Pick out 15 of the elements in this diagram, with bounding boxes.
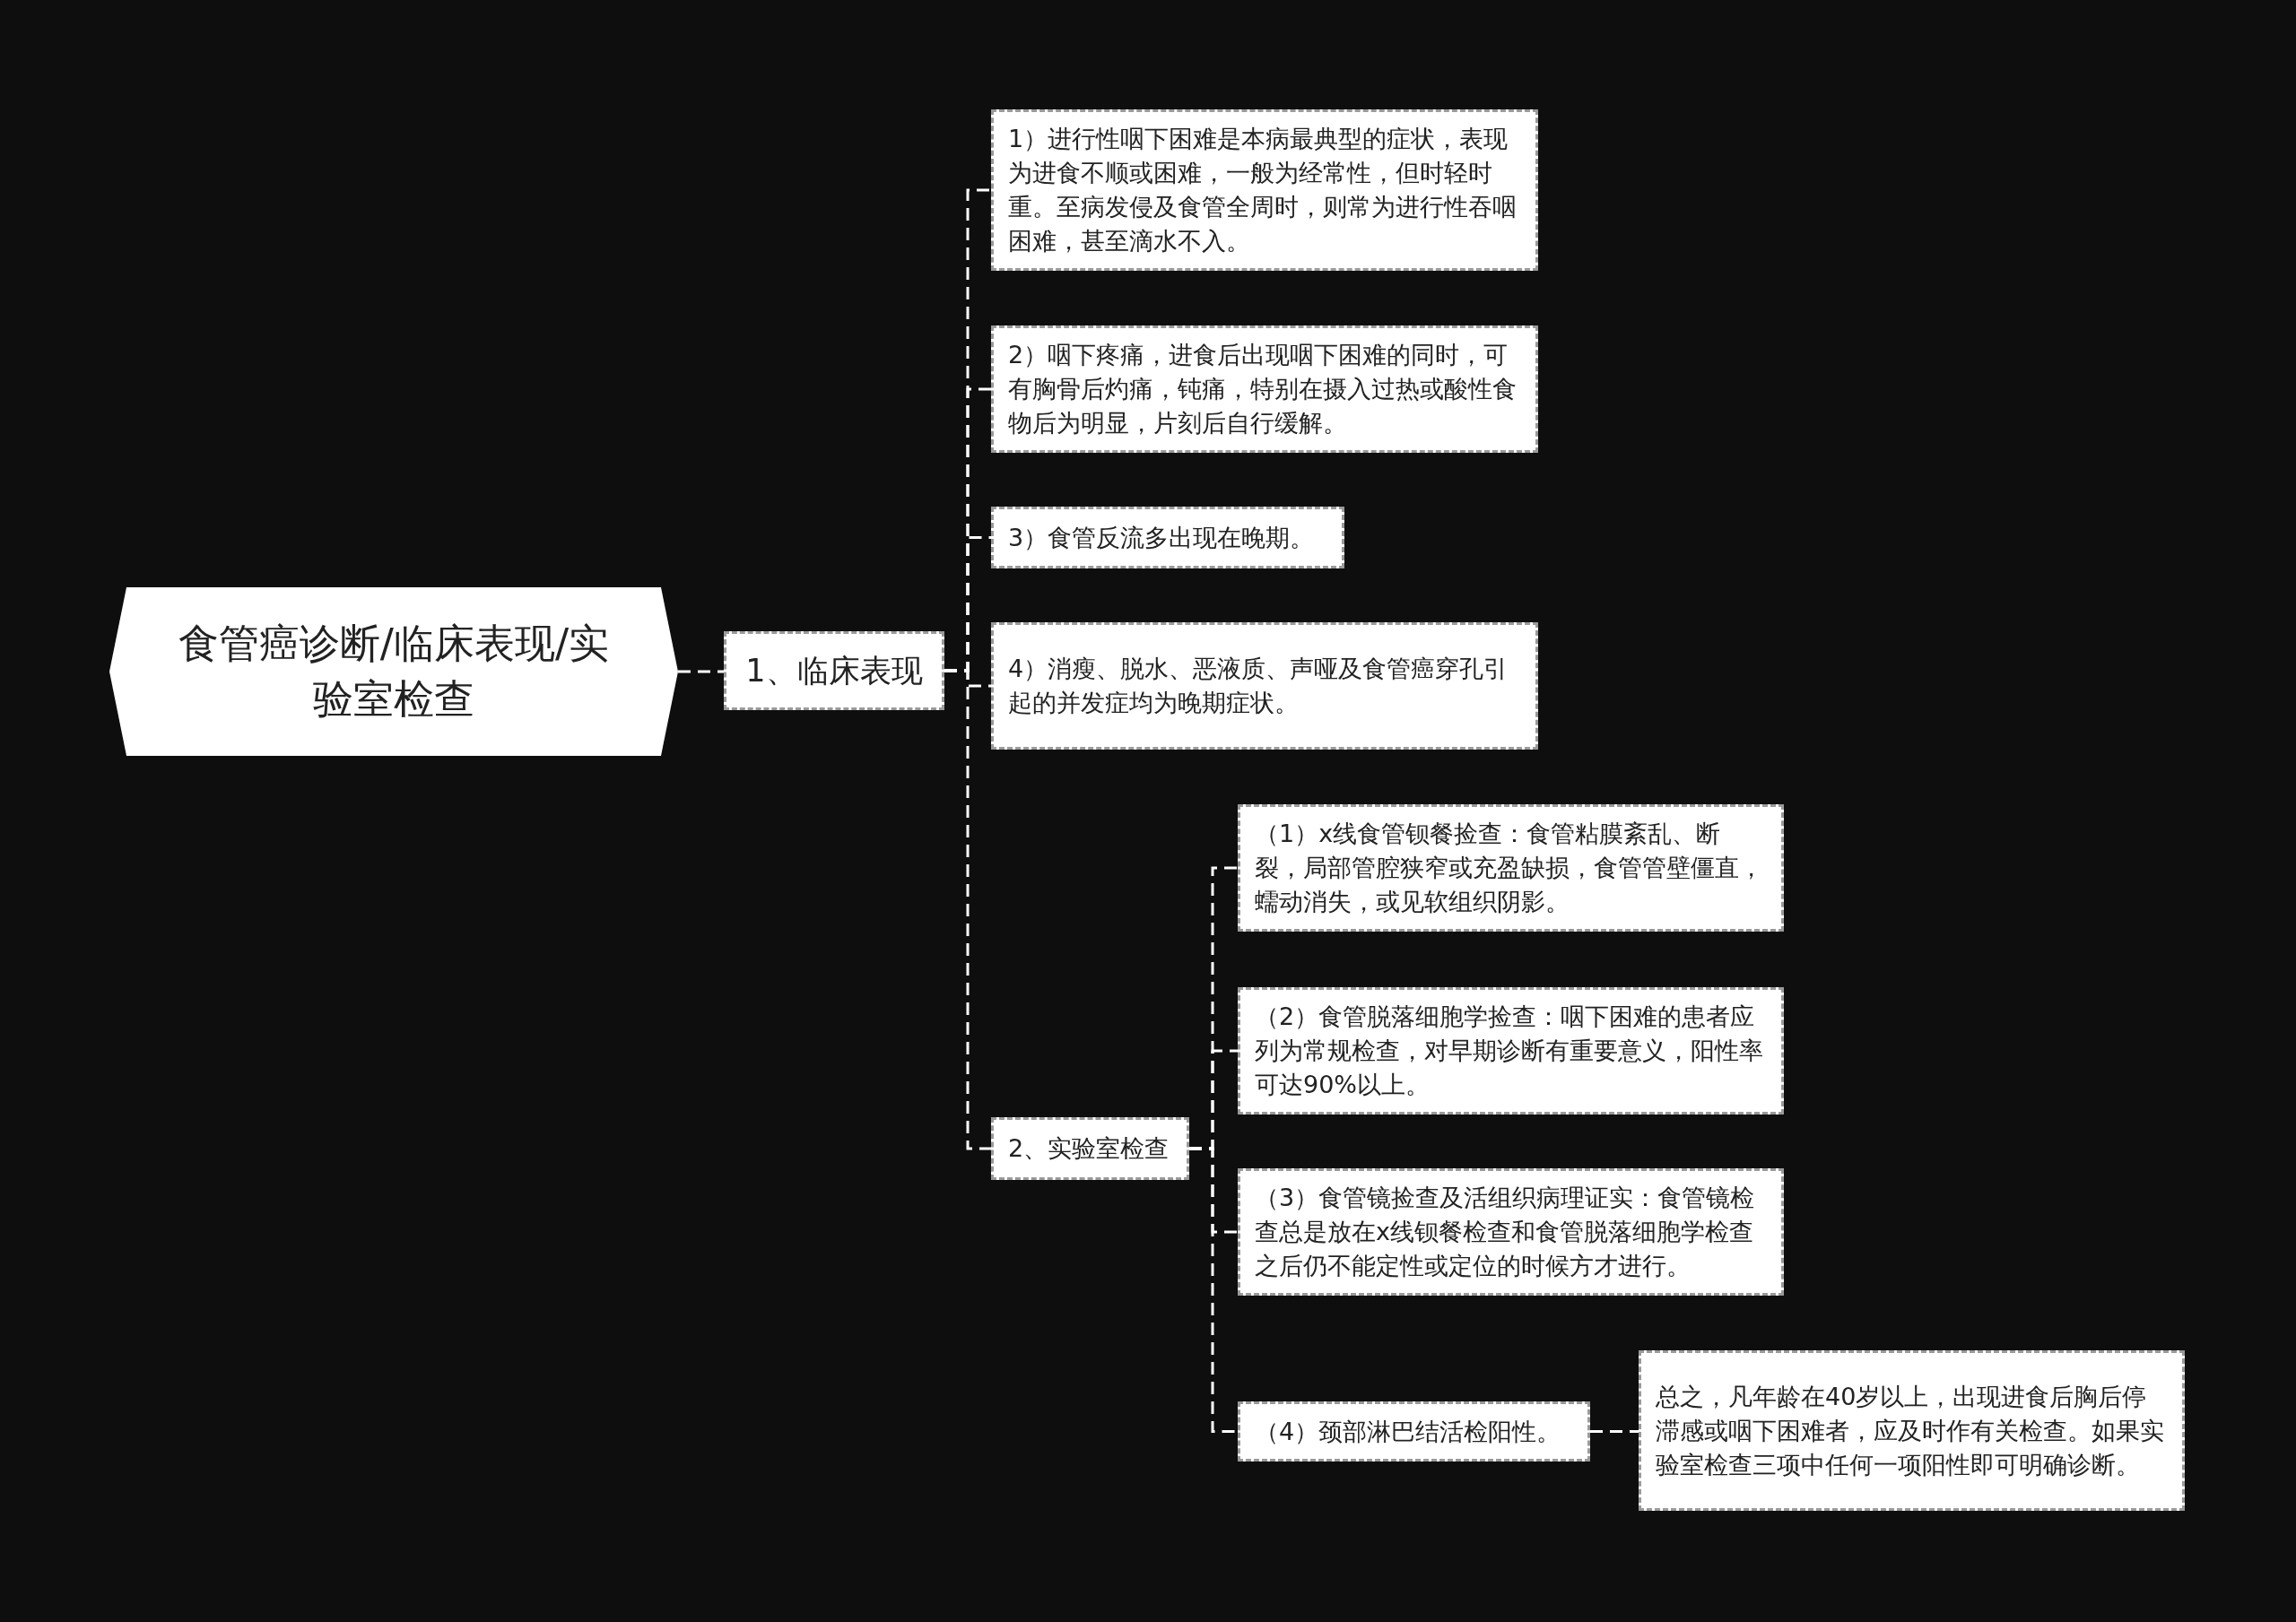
text-box: 4）消瘦、脱水、恶液质、声哑及食管癌穿孔引起的并发症均为晚期症状。 — [991, 622, 1538, 750]
text-box: （1）x线食管钡餐捡查：食管粘膜紊乱、断裂，局部管腔狭窄或充盈缺损，食管管壁僵直，蠕动消失，或见软组织阴影。 — [1238, 804, 1784, 932]
text-box: （3）食管镜捡查及活组织病理证实：食管镜检查总是放在x线钡餐检查和食管脱落细胞学检查之后仍不能定性或定位的时候方才进行。 — [1238, 1168, 1784, 1296]
text-box: 总之，凡年龄在40岁以上，出现进食后胸后停滞感或咽下困难者，应及时作有关检查。如果实验室检查三项中任何一项阳性即可明确诊断。 — [1639, 1350, 2185, 1511]
connector-line — [944, 669, 991, 1150]
connector-line — [678, 670, 724, 673]
text-box: （2）食管脱落细胞学捡查：咽下困难的患者应列为常规检查，对早期诊断有重要意义，阳性率可达90%以上。 — [1238, 987, 1784, 1115]
text-box: 2、实验室检查 — [991, 1117, 1189, 1180]
text-box: （4）颈部淋巴结活检阳性。 — [1238, 1401, 1590, 1462]
text-box: 1）进行性咽下困难是本病最典型的症状，表现为进食不顺或困难，一般为经常性，但时轻时重。至病发侵及食管全周时，则常为进行性吞咽困难，甚至滴水不入。 — [991, 109, 1538, 271]
connector-line — [1590, 1430, 1639, 1433]
branch-box: 1、临床表现 — [724, 631, 944, 710]
text-box: 2）咽下疼痛，进食后出现咽下困难的同时，可有胸骨后灼痛，钝痛，特别在摄入过热或酸性食物后为明显，片刻后自行缓解。 — [991, 325, 1538, 453]
text-box: 3）食管反流多出现在晚期。 — [991, 507, 1344, 568]
connector-line — [1189, 1147, 1238, 1433]
